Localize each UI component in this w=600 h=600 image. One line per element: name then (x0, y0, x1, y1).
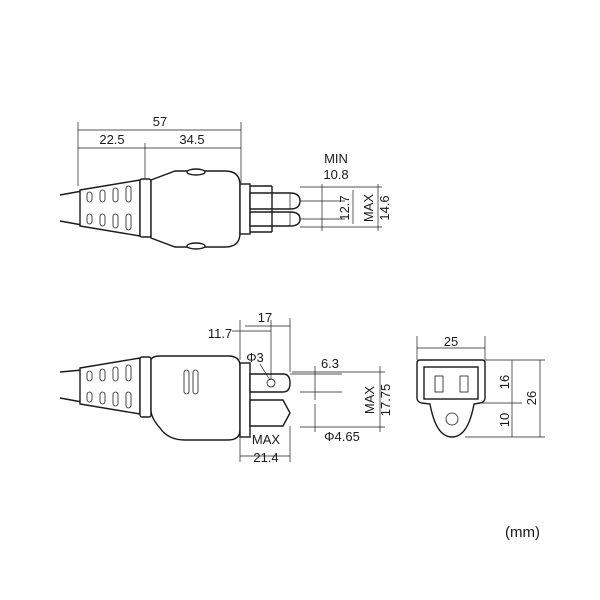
plug-top-view: 57 22.5 34.5 MIN 10.8 12.7 MAX 14.6 (59, 114, 392, 250)
dim-label-hole-dia: Φ3 (246, 350, 264, 365)
blade-upper (249, 192, 301, 210)
dim-label-17-75: 17.75 (378, 384, 393, 417)
dim-label-top-max: MAX (361, 194, 376, 223)
dim-label-pin-dia: Φ4.65 (324, 429, 360, 444)
receptacle-face (423, 366, 479, 400)
plug-collar (139, 178, 152, 238)
dim-label-26: 26 (524, 391, 539, 405)
side-blade (249, 373, 291, 393)
dim-label-10: 10 (497, 413, 512, 427)
dim-label-12-7: 12.7 (337, 195, 352, 220)
grip-slot-right (192, 369, 199, 395)
dim-label-21-4: 21.4 (253, 450, 278, 465)
dim-label-width-max: MAX (252, 432, 281, 447)
side-plug-collar (139, 356, 152, 418)
dim-label-17: 17 (258, 310, 272, 325)
dim-label-min: MIN (324, 151, 348, 166)
side-face-plate (239, 362, 251, 438)
dim-label-25: 25 (444, 334, 458, 349)
dim-label-6-3: 6.3 (321, 356, 339, 371)
plug-side-view: 11.7 17 Φ3 6.3 MAX 17.75 Φ4.65 MAX 21.4 (59, 310, 393, 465)
receptacle-slot-right (459, 375, 469, 393)
face-plate (239, 183, 251, 235)
unit-label: (mm) (505, 524, 540, 541)
dim-label-57: 57 (153, 114, 167, 129)
cable-bottom-edge (59, 220, 83, 226)
dim-label-22-5: 22.5 (99, 132, 124, 147)
blade-lower (249, 211, 301, 227)
cable-top-edge (59, 190, 83, 196)
dim-label-14-6: 14.6 (377, 195, 392, 220)
dim-label-10-8: 10.8 (323, 167, 348, 182)
side-plug-body (150, 355, 241, 441)
side-cable-bottom-edge (59, 397, 83, 403)
side-boot-ribs (86, 364, 132, 409)
dim-label-11-7: 11.7 (208, 326, 232, 341)
leader-hole-dia (259, 363, 271, 381)
receptacle-front-view: 25 16 10 26 (416, 334, 545, 438)
dim-label-16: 16 (497, 375, 512, 389)
body-bottom-latch (186, 242, 206, 250)
grip-slot-left (183, 369, 190, 395)
side-ground-pin (249, 399, 291, 427)
plug-body (150, 170, 241, 248)
ground-hole (445, 412, 459, 426)
dim-label-side-max: MAX (362, 386, 377, 415)
boot-ribs (86, 185, 132, 231)
dim-label-34-5: 34.5 (179, 132, 204, 147)
body-top-latch (186, 168, 206, 176)
receptacle-slot-left (434, 375, 444, 393)
side-cable-top-edge (59, 369, 83, 373)
